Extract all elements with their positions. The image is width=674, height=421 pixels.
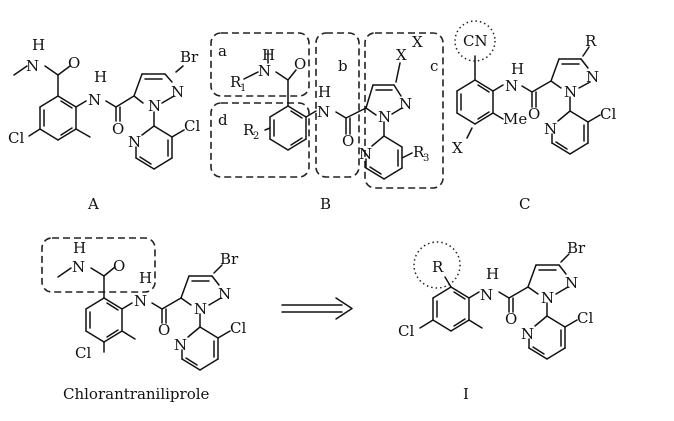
atom-label: R <box>413 143 425 161</box>
atom-label: X <box>452 139 463 157</box>
region-label-d: d <box>218 111 228 129</box>
structure-caption: I <box>463 385 469 403</box>
atom-label: O <box>294 55 306 73</box>
atom-label: N <box>541 289 554 307</box>
atom-label: Br <box>180 48 199 66</box>
atom-label: N <box>399 95 412 113</box>
atom-label: Cl <box>577 309 593 327</box>
amide-highlight-box <box>41 237 156 293</box>
atom-label: H <box>318 83 331 101</box>
atom-label: R <box>432 258 444 276</box>
atom-subscript: 1 <box>240 83 246 94</box>
atom-label: N <box>586 68 599 86</box>
atom-label: N <box>480 286 493 304</box>
atom-label: H <box>139 269 152 287</box>
atom-label: O <box>342 132 354 150</box>
atom-subscript: 3 <box>423 153 429 164</box>
atom-label: N <box>218 285 231 303</box>
atom-label: N <box>521 325 534 343</box>
atom-label: H <box>94 68 107 86</box>
atom-label: N <box>378 108 391 126</box>
atom-label: X <box>396 46 407 64</box>
structure-a: H N O H N O Br N N N Cl Cl A <box>8 36 200 213</box>
atom-label: H <box>73 239 86 257</box>
atom-label: Br <box>567 239 586 257</box>
atom-label: CN <box>463 32 488 50</box>
atom-label: N <box>194 300 207 318</box>
region-label-a: a <box>218 42 227 60</box>
atom-label: Cl <box>398 322 414 340</box>
atom-label: H <box>262 46 275 64</box>
region-box-c <box>364 32 444 189</box>
structure-i: R H N O Br N N N Cl Cl I <box>398 239 593 403</box>
region-box-b <box>315 32 360 178</box>
atom-label: O <box>528 105 540 123</box>
atom-label: N <box>565 274 578 292</box>
atom-label: O <box>112 120 124 138</box>
atom-label: X <box>412 33 423 51</box>
atom-label: N <box>72 258 85 276</box>
structure-caption: Chlorantraniliprole <box>63 385 210 403</box>
atom-label: N <box>505 77 518 95</box>
atom-label: N <box>174 336 187 354</box>
atom-label: H <box>511 60 524 78</box>
atom-label: R <box>230 73 242 91</box>
atom-label: Cl <box>75 344 91 362</box>
atom-label: Br <box>220 250 239 268</box>
transformation-arrow <box>281 297 353 320</box>
atom-label: Cl <box>230 319 246 337</box>
atom-label: N <box>564 83 577 101</box>
atom-subscript: 2 <box>253 131 259 142</box>
atom-label: N <box>171 83 184 101</box>
structure-b: H R 1 N O H N O R 2 X X N N N R 3 a b c … <box>210 32 444 213</box>
atom-label: N <box>544 120 557 138</box>
region-box-a <box>210 32 310 97</box>
atom-label: H <box>32 36 45 54</box>
atom-label: O <box>158 321 170 339</box>
region-label-c: c <box>430 57 438 75</box>
atom-label: N <box>128 133 141 151</box>
atom-label: N <box>88 91 101 109</box>
atom-label: H <box>486 265 499 283</box>
atom-label: Cl <box>600 105 616 123</box>
variation-circle <box>454 20 496 62</box>
structure-caption: A <box>87 195 99 213</box>
atom-label: N <box>134 292 147 310</box>
atom-label: O <box>113 257 125 275</box>
atom-label: Cl <box>8 129 24 147</box>
atom-label: N <box>258 62 271 80</box>
atom-label: R <box>585 32 597 50</box>
atom-label: N <box>317 103 330 121</box>
atom-label: Me <box>503 110 527 128</box>
region-box-d <box>210 102 310 178</box>
structure-c: CN R H N O N N N Cl Me X C <box>452 20 616 213</box>
region-label-b: b <box>338 57 348 75</box>
structure-caption: B <box>320 195 331 213</box>
structure-caption: C <box>519 195 530 213</box>
atom-label: N <box>148 97 161 115</box>
atom-label: N <box>359 145 372 163</box>
atom-label: Cl <box>184 117 200 135</box>
structure-chlorantraniliprole: H N O H N O Br N N N Cl Cl Chlorantranil… <box>41 237 246 403</box>
atom-label: R <box>243 121 255 139</box>
atom-label: O <box>505 310 517 328</box>
atom-label: N <box>26 57 39 75</box>
atom-label: O <box>68 54 80 72</box>
variation-circle <box>413 241 461 289</box>
